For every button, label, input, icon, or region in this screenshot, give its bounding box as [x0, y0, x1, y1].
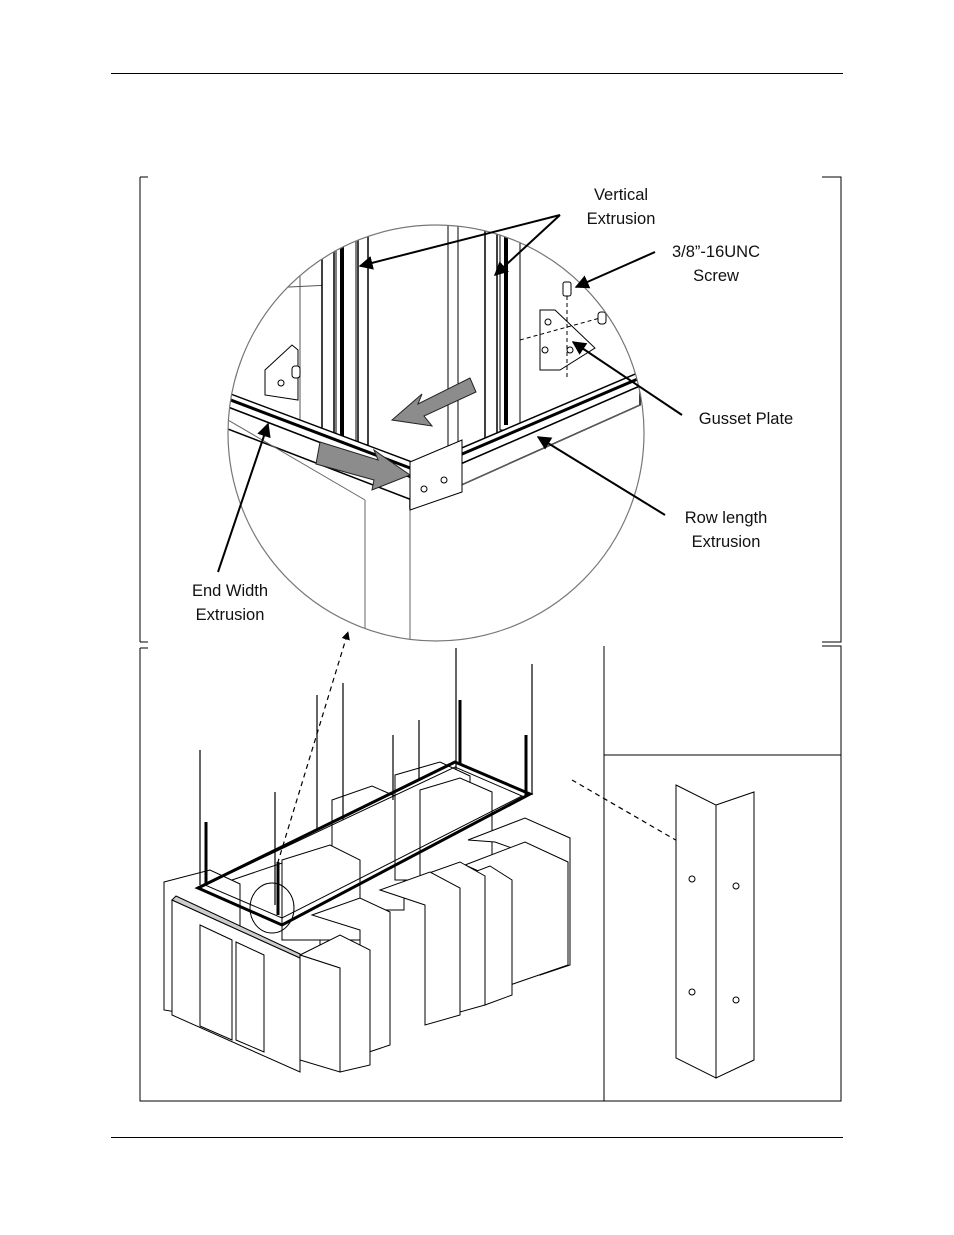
label-end-width-extrusion: End Width Extrusion — [170, 579, 290, 627]
label-vertical-extrusion: Vertical Extrusion — [566, 183, 676, 231]
label-gusset-plate: Gusset Plate — [686, 407, 806, 431]
gusset-plate-icon — [676, 785, 754, 1078]
screw-icon — [563, 282, 571, 296]
label-row-length-extrusion: Row length Extrusion — [666, 506, 786, 554]
label-screw: 3/8”-16UNC Screw — [656, 240, 776, 288]
containment-isometric — [164, 762, 570, 1072]
